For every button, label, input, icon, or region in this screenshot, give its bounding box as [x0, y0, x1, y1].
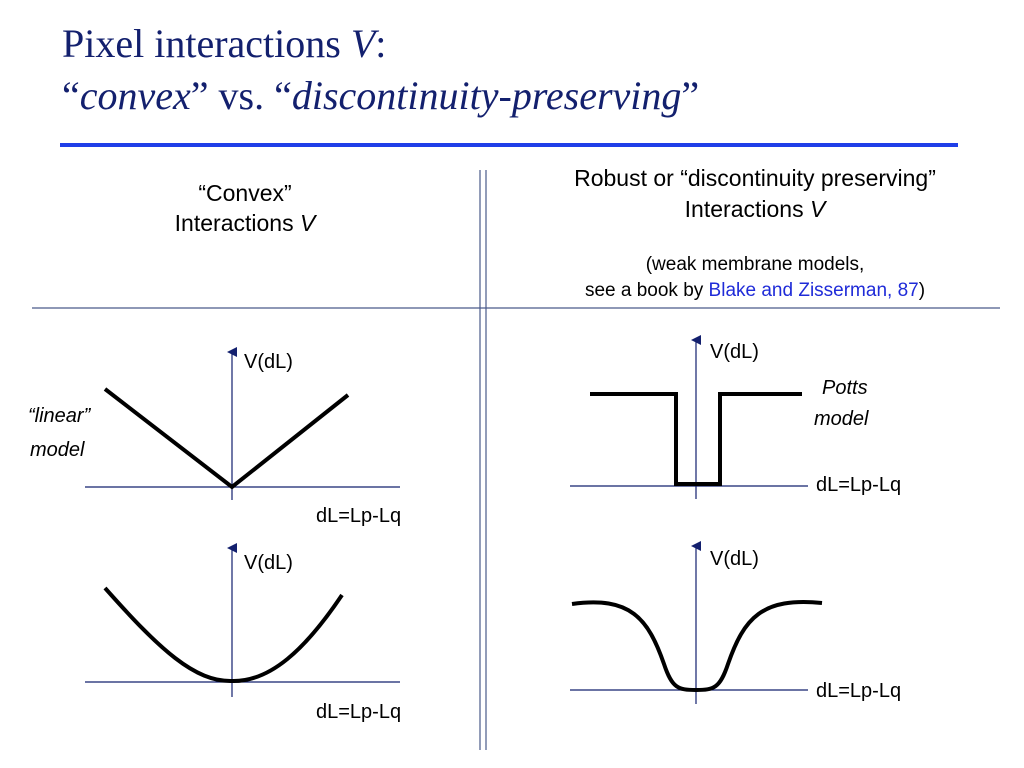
y-axis-label: V(dL): [244, 552, 293, 574]
right-heading-line-2: Interactions V: [490, 194, 1020, 225]
right-heading-line-1: Robust or “discontinuity preserving”: [574, 165, 936, 191]
reference-note: (weak membrane models, see a book by Bla…: [490, 252, 1020, 304]
title-vs: ” vs. “: [190, 73, 292, 118]
right-column-heading: Robust or “discontinuity preserving” Int…: [490, 163, 1020, 225]
title-line-1: Pixel interactions V:: [62, 18, 1002, 70]
reference-link[interactable]: Blake and Zisserman, 87: [708, 280, 919, 301]
title-text: Pixel interactions: [62, 21, 351, 66]
left-heading-variable: V: [299, 210, 316, 236]
linear-plot: V(dL) dL=Lp-Lq “linear” model: [28, 347, 401, 527]
model-label-line-2: model: [30, 439, 85, 461]
smooth-truncated-curve: [571, 600, 823, 693]
x-axis-label: dL=Lp-Lq: [316, 505, 401, 527]
quadratic-plot: V(dL) dL=Lp-Lq: [85, 543, 401, 723]
title-quote-close: ”: [681, 73, 700, 118]
model-label-line-1: Potts: [822, 377, 868, 399]
y-axis-label: V(dL): [710, 341, 759, 363]
x-axis-label: dL=Lp-Lq: [816, 474, 901, 496]
slide-title: Pixel interactions V: “convex” vs. “disc…: [62, 18, 1002, 122]
left-heading-line-2: Interactions V: [110, 208, 380, 238]
right-heading-variable: V: [809, 196, 826, 222]
left-column-heading: “Convex” Interactions V: [110, 178, 380, 238]
note-text: see a book by: [584, 280, 709, 301]
y-axis-label: V(dL): [244, 351, 293, 373]
title-convex: convex: [79, 73, 191, 118]
potts-plot: V(dL) dL=Lp-Lq Potts model: [570, 335, 901, 499]
x-axis-label: dL=Lp-Lq: [316, 701, 401, 723]
title-quote-open: “: [62, 73, 80, 118]
right-heading-text: Interactions: [684, 196, 810, 222]
y-axis-label: V(dL): [710, 548, 759, 570]
model-label-line-2: model: [814, 408, 869, 430]
quadratic-curve: [103, 586, 344, 684]
title-variable: V: [350, 21, 376, 66]
x-axis-label: dL=Lp-Lq: [816, 680, 901, 702]
left-heading-text: Interactions: [174, 210, 300, 236]
note-line-1: (weak membrane models,: [645, 254, 865, 275]
smooth-truncated-plot: V(dL) dL=Lp-Lq: [570, 541, 901, 704]
note-close-paren: ): [918, 280, 926, 301]
model-label-line-1: “linear”: [28, 405, 92, 427]
note-line-2: see a book by Blake and Zisserman, 87): [490, 278, 1020, 304]
title-colon: :: [375, 21, 387, 66]
potts-curve: [590, 392, 802, 486]
linear-curve: [103, 387, 350, 490]
left-heading-line-1: “Convex”: [198, 180, 292, 206]
title-underline: [60, 143, 958, 147]
title-discontinuity-preserving: discontinuity-preserving: [291, 73, 682, 118]
title-line-2: “convex” vs. “discontinuity-preserving”: [62, 70, 1002, 122]
